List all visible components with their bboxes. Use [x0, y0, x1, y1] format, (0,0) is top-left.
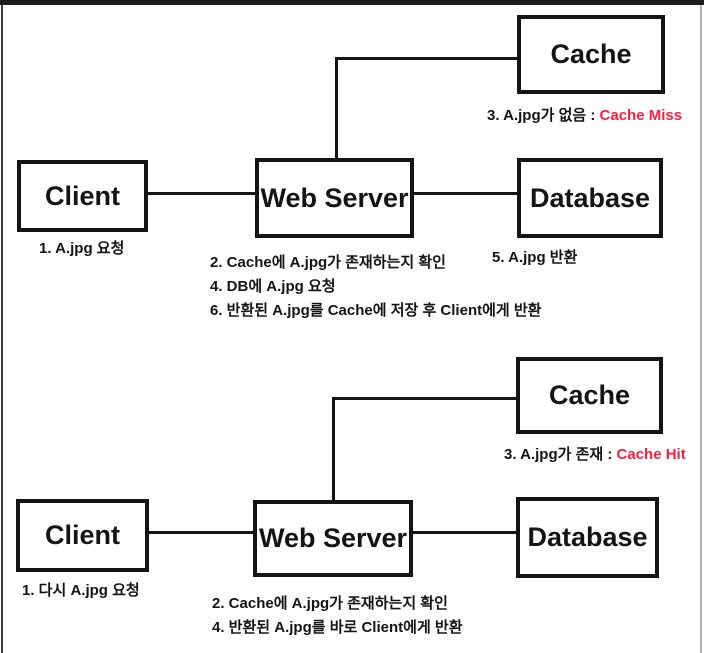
web-server-node-label: Web Server [260, 182, 409, 213]
caption-step2: 2. Cache에 A.jpg가 존재하는지 확인 [212, 595, 448, 612]
cache-miss-label: Cache Miss [599, 107, 683, 124]
caption-step4: 4. 반환된 A.jpg를 바로 Client에게 반환 [212, 619, 463, 636]
web-server-node: Web Server [255, 158, 414, 238]
cache-node: Cache [517, 15, 665, 94]
caption-webserver-steps: 2. Cache에 A.jpg가 존재하는지 확인 4. DB에 A.jpg 요… [210, 251, 541, 323]
client-node-label: Client [44, 520, 120, 550]
window-left-border [1, 5, 3, 653]
database-node: Database [516, 497, 659, 578]
cache-node-label: Cache [550, 39, 632, 69]
client-node-label: Client [44, 180, 120, 211]
connector-client-webserver [148, 192, 255, 195]
cache-hit-label: Cache Hit [616, 446, 686, 463]
database-node: Database [517, 158, 663, 238]
database-node-label: Database [527, 522, 648, 552]
connector-webserver-cache-horizontal [332, 397, 516, 400]
cache-node: Cache [516, 357, 663, 434]
connector-webserver-cache-vertical [332, 397, 335, 500]
caption-step6: 6. 반환된 A.jpg를 Cache에 저장 후 Client에게 반환 [210, 302, 542, 319]
caption-step1-client-request: 1. A.jpg 요청 [39, 240, 125, 257]
cache-status-text: 3. A.jpg가 존재 : [504, 446, 617, 463]
connector-webserver-database [413, 531, 516, 534]
caption-step5-db-return: 5. A.jpg 반환 [492, 249, 578, 266]
connector-client-webserver [149, 531, 253, 534]
caption-step3-cache-status: 3. A.jpg가 없음 : Cache Miss [487, 107, 682, 124]
web-server-node-label: Web Server [258, 523, 408, 553]
caption-step3-cache-status: 3. A.jpg가 존재 : Cache Hit [504, 446, 686, 463]
client-node: Client [17, 160, 148, 232]
client-node: Client [16, 499, 149, 572]
window-right-border [700, 5, 702, 653]
caption-step2: 2. Cache에 A.jpg가 존재하는지 확인 [210, 254, 446, 271]
database-node-label: Database [529, 182, 651, 213]
caption-step1-client-request: 1. 다시 A.jpg 요청 [22, 582, 140, 599]
caption-step4: 4. DB에 A.jpg 요청 [210, 278, 336, 295]
connector-webserver-cache-vertical [335, 57, 338, 160]
caption-webserver-steps: 2. Cache에 A.jpg가 존재하는지 확인 4. 반환된 A.jpg를 … [212, 592, 463, 640]
cache-status-text: 3. A.jpg가 없음 : [487, 107, 600, 124]
web-server-node: Web Server [253, 500, 413, 577]
connector-webserver-database [413, 192, 518, 195]
window-top-border [0, 0, 704, 5]
connector-webserver-cache-horizontal [335, 57, 517, 60]
cache-node-label: Cache [548, 380, 631, 410]
